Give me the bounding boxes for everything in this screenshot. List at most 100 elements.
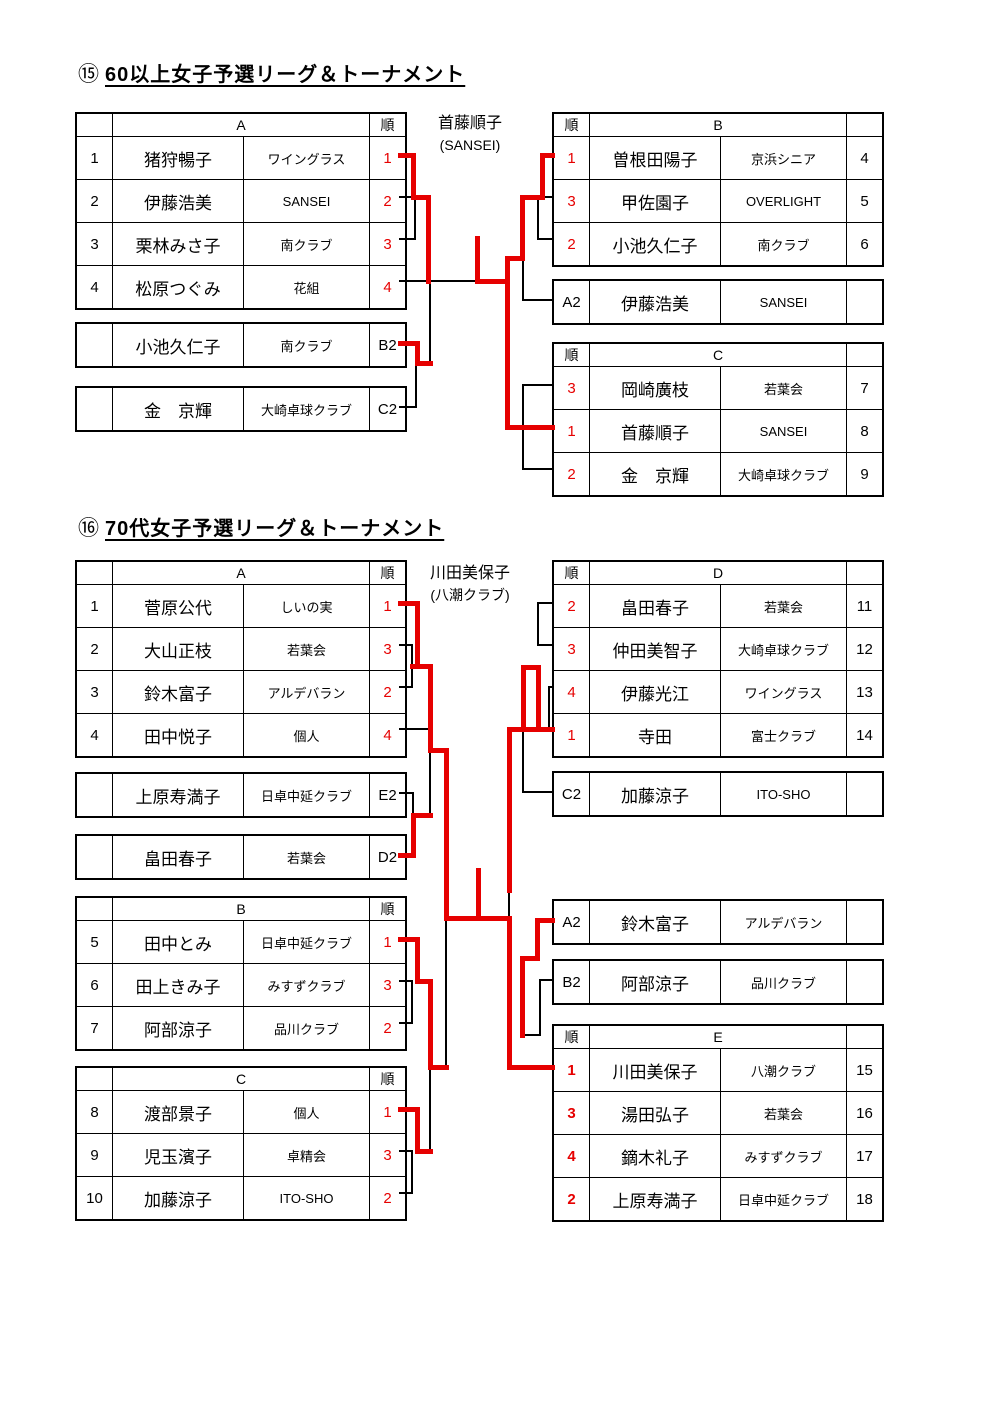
rank-cell: 2 bbox=[369, 1176, 407, 1221]
player-name-cell: 曽根田陽子 bbox=[589, 136, 721, 180]
bracket-line bbox=[399, 280, 429, 282]
bracket-line bbox=[521, 1034, 541, 1036]
entry-number-cell: 13 bbox=[846, 670, 884, 714]
player-name-cell: 鏑木礼子 bbox=[589, 1134, 721, 1178]
entry-number-cell bbox=[75, 834, 113, 880]
entry-number-cell: 14 bbox=[846, 713, 884, 758]
rank-cell: 4 bbox=[369, 713, 407, 758]
entry-number-cell: 4 bbox=[75, 713, 113, 758]
bracket-line bbox=[410, 194, 431, 200]
blank-header bbox=[846, 342, 884, 367]
bracket-line bbox=[537, 602, 539, 646]
champion-club: (八潮クラブ) bbox=[430, 587, 510, 604]
rank-cell: 1 bbox=[552, 713, 590, 758]
bracket-line bbox=[414, 340, 420, 366]
bracket-line bbox=[425, 194, 431, 284]
player-name-cell: 田中悦子 bbox=[112, 713, 244, 758]
club-name-cell: 京浜シニア bbox=[720, 136, 847, 180]
entry-number-cell: 7 bbox=[846, 366, 884, 410]
club-name-cell: 八潮クラブ bbox=[720, 1048, 847, 1092]
player-name-cell: 田上きみ子 bbox=[112, 963, 244, 1007]
club-name-cell: SANSEI bbox=[720, 409, 847, 453]
bracket-line bbox=[539, 152, 545, 200]
entry-number-cell bbox=[846, 899, 884, 945]
club-name-cell: 若葉会 bbox=[720, 1091, 847, 1135]
rank-cell: A2 bbox=[552, 899, 590, 945]
rank-header: 順 bbox=[369, 112, 407, 137]
blank-header bbox=[846, 1024, 884, 1049]
bracket-line bbox=[399, 196, 416, 198]
rank-cell: 2 bbox=[369, 670, 407, 714]
entry-number-cell: 10 bbox=[75, 1176, 113, 1221]
rank-cell: 3 bbox=[552, 627, 590, 671]
player-name-cell: 猪狩暢子 bbox=[112, 136, 244, 180]
bracket-line bbox=[522, 468, 553, 470]
group-letter: C bbox=[112, 1066, 370, 1091]
bracket-line bbox=[399, 1192, 413, 1194]
entry-number-cell: 12 bbox=[846, 627, 884, 671]
entry-number-cell: 16 bbox=[846, 1091, 884, 1135]
blank-header bbox=[75, 112, 113, 137]
player-name-cell: 伊藤浩美 bbox=[112, 179, 244, 223]
bracket-line bbox=[519, 194, 545, 200]
rank-cell: 2 bbox=[552, 584, 590, 628]
player-name-cell: 鈴木富子 bbox=[112, 670, 244, 714]
club-name-cell: アルデバラン bbox=[243, 670, 370, 714]
bracket-line bbox=[410, 812, 416, 858]
bracket-line bbox=[427, 747, 449, 753]
club-name-cell: 富士クラブ bbox=[720, 713, 847, 758]
player-name-cell: 甲佐園子 bbox=[589, 179, 721, 223]
bracket-line bbox=[399, 406, 417, 408]
player-name-cell: 伊藤浩美 bbox=[589, 279, 721, 325]
bracket-line bbox=[427, 978, 433, 1070]
club-name-cell: 大崎卓球クラブ bbox=[720, 627, 847, 671]
bracket-line bbox=[539, 979, 541, 1036]
bracket-line bbox=[427, 280, 478, 282]
entry-number-cell: 6 bbox=[75, 963, 113, 1007]
entry-number-cell bbox=[846, 771, 884, 817]
club-name-cell: しいの実 bbox=[243, 584, 370, 628]
champion-name: 川田美保子 bbox=[429, 565, 510, 582]
bracket-line bbox=[537, 644, 553, 646]
bracket-line bbox=[443, 747, 449, 921]
player-name-cell: 栗林みさ子 bbox=[112, 222, 244, 266]
bracket-line bbox=[507, 726, 555, 732]
blank-header bbox=[75, 1066, 113, 1091]
rank-cell: 1 bbox=[552, 1048, 590, 1092]
entry-number-cell: 8 bbox=[846, 409, 884, 453]
club-name-cell: 日卓中延クラブ bbox=[243, 920, 370, 964]
club-name-cell: 若葉会 bbox=[720, 366, 847, 410]
bracket-line bbox=[399, 792, 414, 794]
entry-number-cell: 1 bbox=[75, 584, 113, 628]
bracket-line bbox=[410, 812, 433, 818]
rank-header: 順 bbox=[552, 560, 590, 585]
club-name-cell: 個人 bbox=[243, 1090, 370, 1134]
player-name-cell: 寺田 bbox=[589, 713, 721, 758]
group-letter: A bbox=[112, 560, 370, 585]
bracket-line bbox=[399, 1022, 413, 1024]
bracket-line bbox=[534, 917, 540, 961]
bracket-line bbox=[399, 238, 416, 240]
